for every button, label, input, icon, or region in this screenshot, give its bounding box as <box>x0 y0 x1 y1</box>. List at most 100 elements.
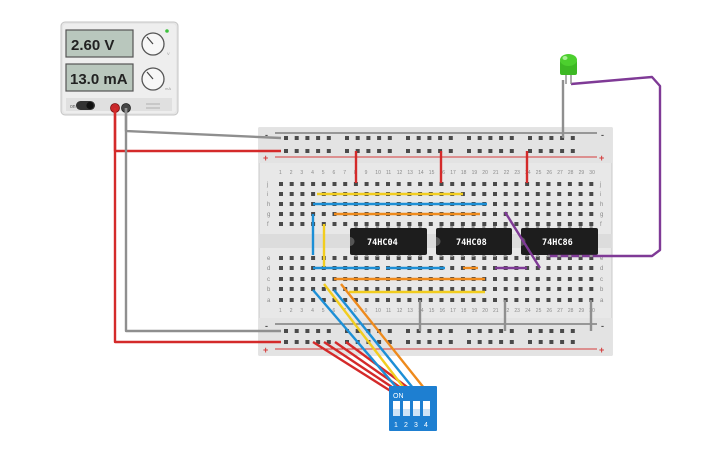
breadboard-hole[interactable] <box>332 222 337 226</box>
breadboard-hole[interactable] <box>375 298 380 302</box>
rail-hole[interactable] <box>448 340 453 344</box>
current-knob[interactable] <box>141 67 165 91</box>
rail-hole[interactable] <box>316 329 321 333</box>
rail-hole[interactable] <box>387 329 392 333</box>
purple-jumper-mid[interactable] <box>503 211 542 269</box>
breadboard-hole[interactable] <box>300 298 305 302</box>
breadboard-hole[interactable] <box>311 298 316 302</box>
breadboard-hole[interactable] <box>493 287 497 291</box>
breadboard-hole[interactable] <box>353 222 358 226</box>
breadboard-hole[interactable] <box>460 298 465 302</box>
rail-hole[interactable] <box>528 136 532 140</box>
breadboard-hole[interactable] <box>514 256 519 260</box>
breadboard-hole[interactable] <box>546 287 551 291</box>
rail-hole[interactable] <box>528 329 532 333</box>
breadboard-hole[interactable] <box>353 287 358 291</box>
breadboard-hole[interactable] <box>450 266 455 270</box>
breadboard-hole[interactable] <box>332 256 337 260</box>
breadboard-hole[interactable] <box>375 222 380 226</box>
breadboard-hole[interactable] <box>589 287 594 291</box>
breadboard-hole[interactable] <box>578 202 583 206</box>
rail-hole[interactable] <box>488 340 493 344</box>
breadboard-hole[interactable] <box>364 298 369 302</box>
breadboard-hole[interactable] <box>311 277 316 281</box>
breadboard-hole[interactable] <box>557 277 562 281</box>
breadboard-hole[interactable] <box>321 277 326 281</box>
breadboard-hole[interactable] <box>450 182 455 186</box>
breadboard-hole[interactable] <box>514 222 519 226</box>
rail-hole[interactable] <box>326 329 331 333</box>
breadboard-hole[interactable] <box>546 202 551 206</box>
chip-74hc04[interactable]: 74HC04 <box>350 228 427 255</box>
breadboard-hole[interactable] <box>428 222 433 226</box>
breadboard-hole[interactable] <box>343 182 348 186</box>
dip-toggle-2[interactable] <box>403 401 410 416</box>
breadboard-hole[interactable] <box>482 287 487 291</box>
breadboard-hole[interactable] <box>482 256 487 260</box>
rail-hole[interactable] <box>355 136 360 140</box>
breadboard-hole[interactable] <box>557 256 562 260</box>
breadboard-hole[interactable] <box>557 287 562 291</box>
rail-hole[interactable] <box>316 136 321 140</box>
breadboard-hole[interactable] <box>567 222 572 226</box>
rail-hole[interactable] <box>570 136 575 140</box>
rail-hole[interactable] <box>326 149 331 153</box>
breadboard-hole[interactable] <box>343 222 348 226</box>
breadboard-hole[interactable] <box>535 212 540 216</box>
breadboard-hole[interactable] <box>589 266 594 270</box>
rail-hole[interactable] <box>355 149 360 153</box>
breadboard-hole[interactable] <box>375 256 380 260</box>
rail-hole[interactable] <box>549 136 554 140</box>
rail-hole[interactable] <box>387 136 392 140</box>
breadboard-hole[interactable] <box>396 182 401 186</box>
breadboard-hole[interactable] <box>321 212 326 216</box>
rail-hole[interactable] <box>570 340 575 344</box>
breadboard-hole[interactable] <box>567 182 572 186</box>
rail-hole[interactable] <box>406 340 410 344</box>
breadboard-hole[interactable] <box>450 256 455 260</box>
breadboard-hole[interactable] <box>439 298 444 302</box>
breadboard-hole[interactable] <box>471 298 476 302</box>
rail-hole[interactable] <box>448 136 453 140</box>
breadboard-hole[interactable] <box>353 182 358 186</box>
breadboard-hole[interactable] <box>535 266 540 270</box>
breadboard-hole[interactable] <box>332 298 337 302</box>
rail-hole[interactable] <box>416 136 421 140</box>
breadboard-hole[interactable] <box>364 182 369 186</box>
breadboard-hole[interactable] <box>471 287 476 291</box>
rail-hole[interactable] <box>316 149 321 153</box>
breadboard-hole[interactable] <box>311 287 316 291</box>
breadboard-hole[interactable] <box>546 277 551 281</box>
breadboard-hole[interactable] <box>311 192 316 196</box>
dip-toggle-3[interactable] <box>413 401 420 416</box>
rail-hole[interactable] <box>438 136 443 140</box>
breadboard-hole[interactable] <box>567 266 572 270</box>
rail-hole[interactable] <box>284 149 288 153</box>
breadboard-hole[interactable] <box>503 202 508 206</box>
rail-hole[interactable] <box>467 149 471 153</box>
breadboard-hole[interactable] <box>514 277 519 281</box>
breadboard-hole[interactable] <box>407 287 412 291</box>
breadboard-hole[interactable] <box>396 287 401 291</box>
chip-74hc08[interactable]: 74HC08 <box>436 228 512 255</box>
breadboard-hole[interactable] <box>567 212 572 216</box>
breadboard-hole[interactable] <box>557 202 562 206</box>
breadboard-hole[interactable] <box>525 256 530 260</box>
breadboard-hole[interactable] <box>578 277 583 281</box>
rail-hole[interactable] <box>488 149 493 153</box>
breadboard-hole[interactable] <box>353 298 358 302</box>
rail-hole[interactable] <box>427 149 432 153</box>
breadboard-hole[interactable] <box>343 298 348 302</box>
breadboard-hole[interactable] <box>546 266 551 270</box>
breadboard-hole[interactable] <box>567 256 572 260</box>
breadboard-hole[interactable] <box>535 287 540 291</box>
breadboard-hole[interactable] <box>289 212 294 216</box>
breadboard-hole[interactable] <box>535 298 540 302</box>
breadboard-hole[interactable] <box>289 277 294 281</box>
rail-hole[interactable] <box>406 136 410 140</box>
breadboard-hole[interactable] <box>439 256 444 260</box>
breadboard-hole[interactable] <box>525 192 530 196</box>
breadboard-hole[interactable] <box>418 287 423 291</box>
breadboard-hole[interactable] <box>525 202 530 206</box>
breadboard-hole[interactable] <box>428 287 433 291</box>
